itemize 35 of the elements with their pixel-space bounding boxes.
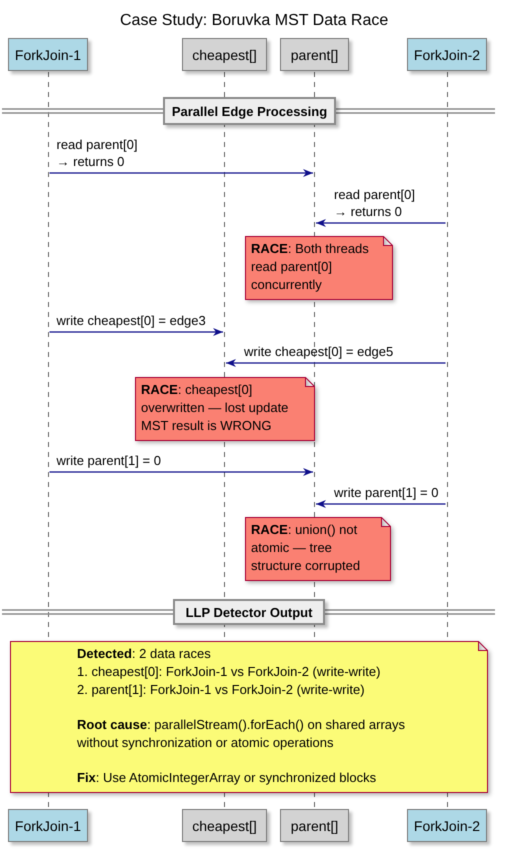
message-arrow: [316, 219, 446, 227]
message-label: read parent[0] → returns 0: [334, 186, 416, 220]
message-label: read parent[0] → returns 0: [56, 136, 138, 170]
note-text: Root cause: parallelStream().forEach() on shared arrays without synchronization or atomic operations: [77, 716, 406, 752]
participant-box: ForkJoin-2: [407, 809, 487, 842]
message-label: write cheapest[0] = edge5: [244, 343, 394, 360]
message-arrow: [50, 328, 223, 336]
message-label: write cheapest[0] = edge3: [56, 312, 206, 329]
note-text: RACE: union() not atomic — tree structure corrupted: [251, 521, 362, 575]
note: [245, 517, 391, 581]
note: [245, 236, 393, 300]
participant-box: cheapest[]: [182, 38, 267, 71]
message-arrow: [50, 468, 313, 476]
message-arrow: [316, 500, 446, 508]
participant-box: parent[]: [280, 809, 349, 842]
participant-box: ForkJoin-1: [8, 38, 88, 71]
participant-box: ForkJoin-1: [8, 809, 88, 842]
note: [10, 641, 488, 793]
note-text: RACE: Both threads read parent[0] concurrently: [251, 240, 370, 294]
participant-box: ForkJoin-2: [407, 38, 487, 71]
note-text: RACE: cheapest[0] overwritten — lost update MST result is WRONG: [141, 381, 290, 435]
participant-box: parent[]: [280, 38, 349, 71]
note-text: 1. cheapest[0]: ForkJoin-1 vs ForkJoin-2 (write-write): [77, 663, 380, 681]
note-text: Fix: Use AtomicIntegerArray or synchronized blocks: [77, 769, 376, 787]
note-text: Detected: 2 data races: [77, 645, 211, 663]
section-header: LLP Detector Output: [173, 599, 325, 625]
message-arrow: [50, 169, 313, 177]
note-text: 2. parent[1]: ForkJoin-1 vs ForkJoin-2 (write-write): [77, 681, 365, 699]
section-header: Parallel Edge Processing: [163, 97, 336, 125]
note: [135, 377, 315, 441]
message-label: write parent[1] = 0: [334, 484, 438, 501]
title: Case Study: Boruvka MST Data Race: [120, 11, 388, 31]
message-arrow: [226, 359, 446, 367]
message-label: write parent[1] = 0: [56, 452, 161, 469]
participant-box: cheapest[]: [182, 809, 267, 842]
